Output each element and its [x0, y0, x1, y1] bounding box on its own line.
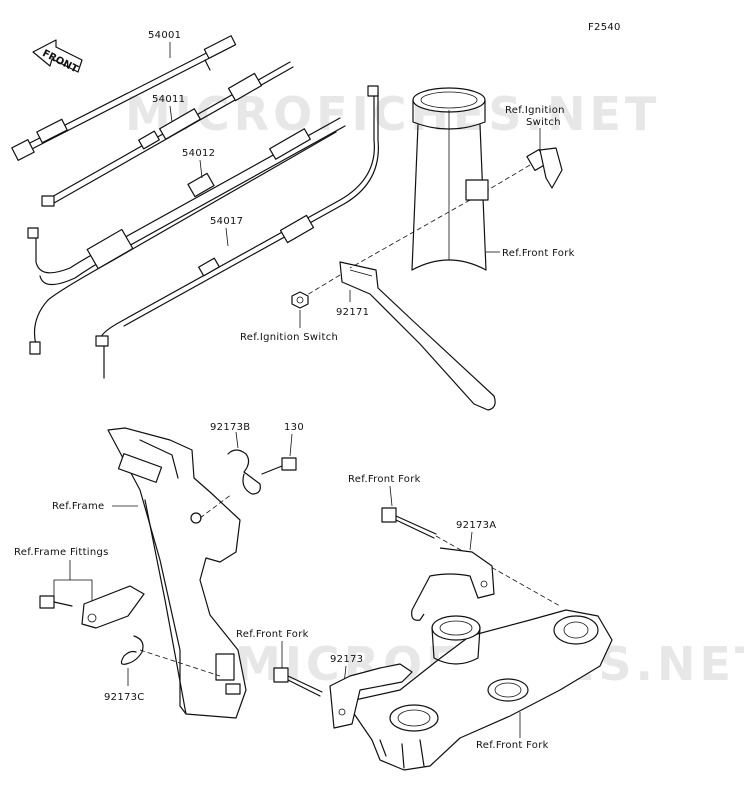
label-92173C: 92173C	[104, 692, 145, 703]
label-130: 130	[284, 422, 304, 433]
diagram-code: F2540	[588, 22, 621, 33]
cable-54001	[11, 35, 237, 161]
frame-fitting-bolt	[39, 595, 73, 609]
label-54012: 54012	[182, 148, 215, 159]
label-ref-ignition-switch-top-2: Switch	[526, 117, 561, 128]
guide-line-2	[349, 199, 471, 269]
clamp-92173C	[120, 635, 144, 665]
leader-130	[289, 433, 293, 457]
bolt-lower	[273, 667, 323, 697]
label-ref-ignition-switch-top-1: Ref.Ignition	[505, 105, 565, 116]
front-arrow-icon: FRONT	[32, 39, 83, 75]
cable-54017	[95, 85, 379, 379]
label-54001: 54001	[148, 30, 181, 41]
leader-92173B	[235, 431, 239, 449]
clamp-92173	[329, 663, 413, 729]
leader-54011	[169, 105, 173, 123]
clamp-92173A	[411, 547, 495, 621]
label-ref-front-fork-2: Ref.Front Fork	[348, 474, 421, 485]
bracket-92171	[339, 261, 496, 411]
leader-54012	[199, 159, 203, 179]
label-ref-ignition-switch-bottom: Ref.Ignition Switch	[240, 332, 338, 343]
frame-section	[107, 427, 247, 719]
leader-ref-frame-fittings	[53, 560, 93, 602]
guide-line-4	[199, 493, 233, 519]
nut-icon	[291, 291, 309, 309]
label-ref-front-fork-1: Ref.Front Fork	[502, 248, 575, 259]
guide-line-5	[139, 649, 221, 677]
guide-line-1	[487, 164, 531, 191]
frame-hole-icon	[190, 512, 202, 524]
triple-clamp	[345, 609, 613, 771]
bolt-130	[261, 457, 297, 475]
label-ref-front-fork-3: Ref.Front Fork	[236, 629, 309, 640]
leader-92173A	[469, 531, 473, 551]
label-92173: 92173	[330, 654, 363, 665]
front-fork-tube	[411, 87, 489, 271]
bolt-upper	[381, 507, 437, 539]
cable-54012	[27, 117, 346, 355]
label-92173A: 92173A	[456, 520, 496, 531]
watermark-top: MICROFICHES.NET	[125, 87, 660, 141]
leader-ref-front-fork-2	[389, 485, 393, 507]
label-ref-front-fork-4: Ref.Front Fork	[476, 740, 549, 751]
frame-fitting-bracket	[81, 585, 145, 629]
guide-line-3	[301, 274, 341, 299]
clamp-92173B	[227, 449, 261, 495]
label-ref-frame-fittings: Ref.Frame Fittings	[14, 547, 109, 558]
label-ref-frame: Ref.Frame	[52, 501, 104, 512]
cable-54011	[41, 61, 294, 207]
label-54017: 54017	[210, 216, 243, 227]
label-92171: 92171	[336, 307, 369, 318]
ignition-switch-bracket-screw	[526, 147, 563, 189]
label-54011: 54011	[152, 94, 185, 105]
label-92173B: 92173B	[210, 422, 250, 433]
leader-54017	[225, 227, 229, 247]
